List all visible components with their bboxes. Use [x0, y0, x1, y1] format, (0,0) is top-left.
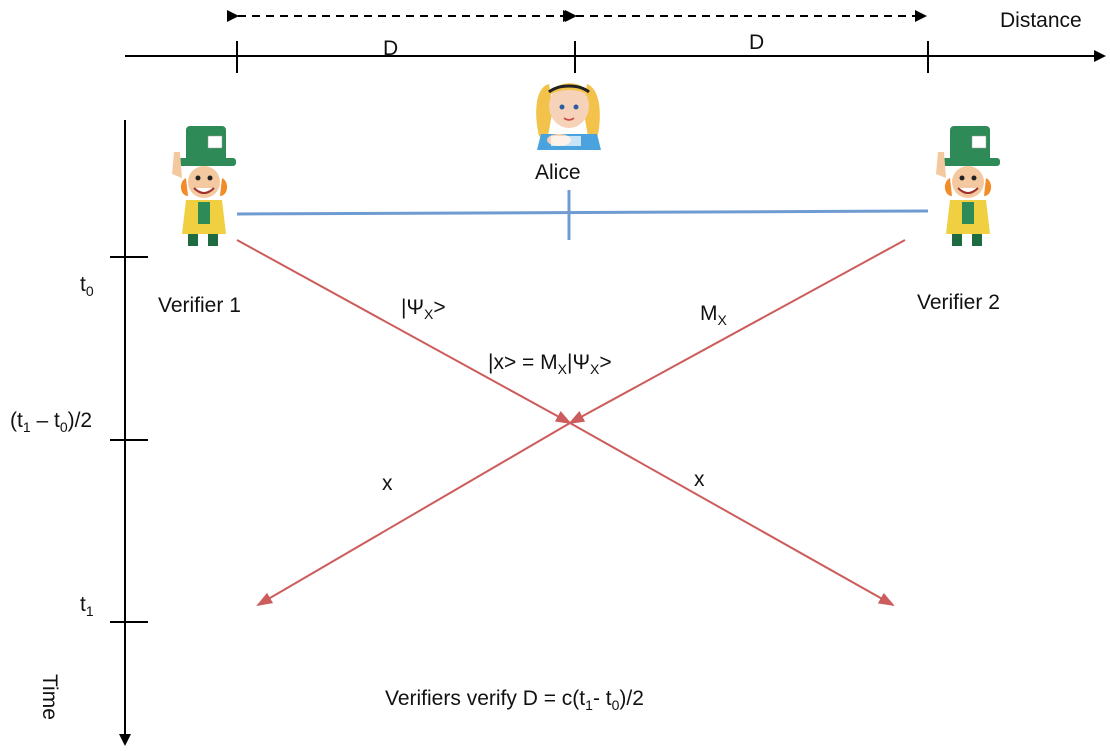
- eq-sub1: X: [557, 361, 567, 377]
- signal-cross-to-v2: [569, 422, 895, 606]
- signal-v1-to-cross: [236, 239, 572, 424]
- caption-sub1: 1: [585, 697, 593, 713]
- eq-pre: |x> = M: [488, 351, 558, 374]
- verifier-1-figure: [172, 126, 236, 246]
- psi-prefix: |Ψ: [401, 296, 424, 319]
- time-label-t0: t0: [80, 273, 94, 298]
- m-sub: X: [717, 312, 727, 328]
- message-x-left: x: [382, 472, 393, 495]
- signal-v2-to-cross: [568, 239, 906, 424]
- position-line: [236, 209, 929, 216]
- time-label-midpoint: (t1 – t0)/2: [10, 409, 93, 434]
- verifier-2-figure: [936, 126, 1000, 246]
- psi-sub: X: [424, 306, 434, 322]
- caption-sub2: 0: [611, 697, 620, 713]
- verifier-2-label: Verifier 2: [917, 291, 1000, 314]
- message-psi-label: |ΨX>: [401, 296, 446, 321]
- eq-sub2: X: [590, 361, 600, 377]
- eq-mid: |Ψ: [567, 351, 590, 374]
- m-base: M: [700, 302, 718, 325]
- alice-figure: [536, 83, 601, 150]
- distance-axis-label: Distance: [1000, 9, 1082, 32]
- segment-label-right: D: [749, 31, 765, 54]
- t1-base: t: [80, 593, 86, 616]
- caption-post: )/2: [619, 687, 644, 710]
- message-equation-label: |x> = MX|ΨX>: [488, 351, 612, 376]
- caption: Verifiers verify D = c(t1- t0)/2: [385, 687, 644, 712]
- message-m-label: MX: [700, 302, 727, 327]
- segment-label-left: D: [383, 37, 399, 60]
- mid-minus: – t: [30, 409, 60, 432]
- t1-sub: 1: [85, 603, 94, 619]
- psi-suffix: >: [433, 296, 446, 319]
- mid-sub2: 0: [59, 419, 68, 435]
- mid-open: (t: [10, 409, 23, 432]
- time-label-t1: t1: [80, 593, 94, 618]
- signal-cross-to-v1: [256, 422, 571, 607]
- mid-close: )/2: [67, 409, 93, 432]
- t0-sub: 0: [85, 283, 94, 299]
- alice-label: Alice: [535, 161, 581, 184]
- eq-post: >: [599, 351, 612, 374]
- time-axis-label: Time: [38, 674, 61, 720]
- caption-pre: Verifiers verify D = c(t: [385, 687, 586, 710]
- message-x-right: x: [694, 468, 705, 491]
- verifier-1-label: Verifier 1: [158, 294, 241, 317]
- t0-base: t: [80, 273, 86, 296]
- caption-mid: - t: [592, 687, 612, 710]
- mid-sub1: 1: [22, 419, 31, 435]
